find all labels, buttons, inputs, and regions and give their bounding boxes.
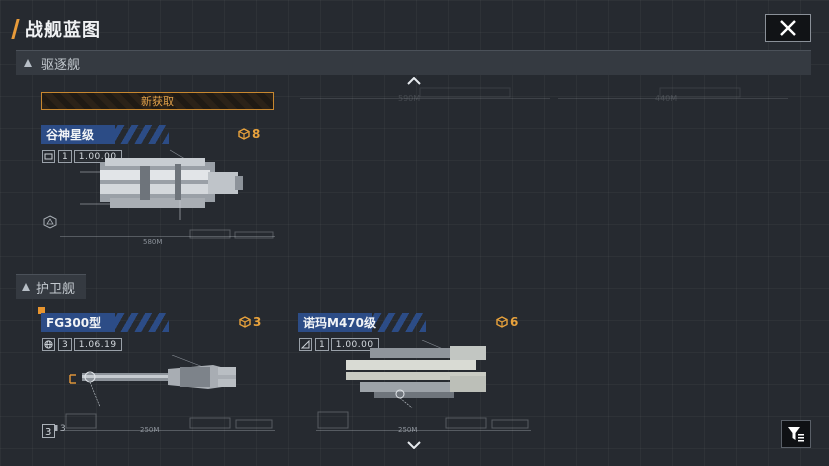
- ship-scale-label: 250M: [140, 426, 159, 434]
- stat-count: 1: [315, 337, 329, 351]
- svg-text:3: 3: [45, 427, 51, 438]
- page-title: 战舰蓝图: [25, 20, 101, 41]
- cost-cube-icon: [239, 316, 251, 328]
- background-scale-label: 440M: [655, 94, 678, 103]
- ship-image-ceres[interactable]: [80, 148, 250, 220]
- stat-value: 1.06.19: [73, 337, 122, 351]
- ship-scale-bar: [60, 229, 275, 239]
- section-label: 驱逐舰: [41, 57, 81, 73]
- cost-value: 8: [252, 127, 261, 141]
- ship-scale-bar: [316, 411, 531, 431]
- ship-scale-label: 580M: [143, 238, 163, 246]
- ship-name: 诺玛M470级: [303, 316, 376, 330]
- ship-scale-bar: [60, 413, 275, 431]
- cost-value: 6: [510, 315, 519, 329]
- cost-cube-icon: [496, 316, 508, 328]
- page-title-bar: 战舰蓝图: [11, 14, 101, 44]
- ship-type-icon: [299, 337, 312, 351]
- new-acquired-banner: 新获取: [41, 92, 274, 110]
- ship-image-fg300[interactable]: [68, 355, 243, 411]
- collapse-triangle-icon: [22, 283, 30, 291]
- ship-type-icon: [42, 149, 55, 163]
- close-button[interactable]: [765, 14, 811, 42]
- ship-stat-row: 3 1.06.19: [42, 337, 122, 351]
- class-level-icon: 3: [42, 423, 58, 442]
- collapse-triangle-icon: [24, 59, 32, 67]
- stat-value: 1.00.00: [73, 149, 122, 163]
- chevron-up-icon[interactable]: [407, 77, 421, 85]
- ship-cost: 8: [238, 127, 260, 141]
- stat-value: 1.00.00: [330, 337, 379, 351]
- ship-cost: 3: [239, 315, 261, 329]
- ship-name: 谷神星级: [46, 128, 95, 142]
- stat-count: 1: [58, 149, 72, 163]
- filter-button[interactable]: [781, 420, 811, 448]
- ship-stat-row: 1 1.00.00: [299, 337, 379, 351]
- ship-name-plate[interactable]: FG300型: [41, 313, 169, 332]
- chevron-down-icon[interactable]: [407, 441, 421, 449]
- filter-icon: [788, 427, 804, 442]
- ship-name-plate[interactable]: 诺玛M470级: [298, 313, 426, 332]
- section-label: 护卫舰: [36, 281, 76, 297]
- cost-cube-icon: [238, 128, 250, 140]
- section-header-destroyer[interactable]: 驱逐舰: [16, 50, 811, 75]
- ship-cost: 6: [496, 315, 518, 329]
- background-scale-label: 590M: [398, 94, 421, 103]
- ship-scale-label: 250M: [398, 426, 417, 434]
- background-ship-outline: [300, 87, 788, 99]
- stat-count: 3: [58, 337, 72, 351]
- hex-ship-class-icon: [43, 214, 57, 233]
- section-header-frigate[interactable]: 护卫舰: [16, 274, 86, 299]
- ship-name: FG300型: [46, 316, 102, 330]
- globe-icon: [42, 337, 55, 351]
- ship-name-plate[interactable]: 谷神星级: [41, 125, 169, 144]
- cost-value: 3: [253, 315, 262, 329]
- class-level-count: 3: [60, 424, 66, 434]
- new-indicator-dot: [38, 307, 45, 314]
- close-x-icon: [780, 20, 796, 36]
- ship-stat-row: 1 1.00.00: [42, 149, 122, 163]
- ship-image-noma-m470[interactable]: [340, 340, 490, 408]
